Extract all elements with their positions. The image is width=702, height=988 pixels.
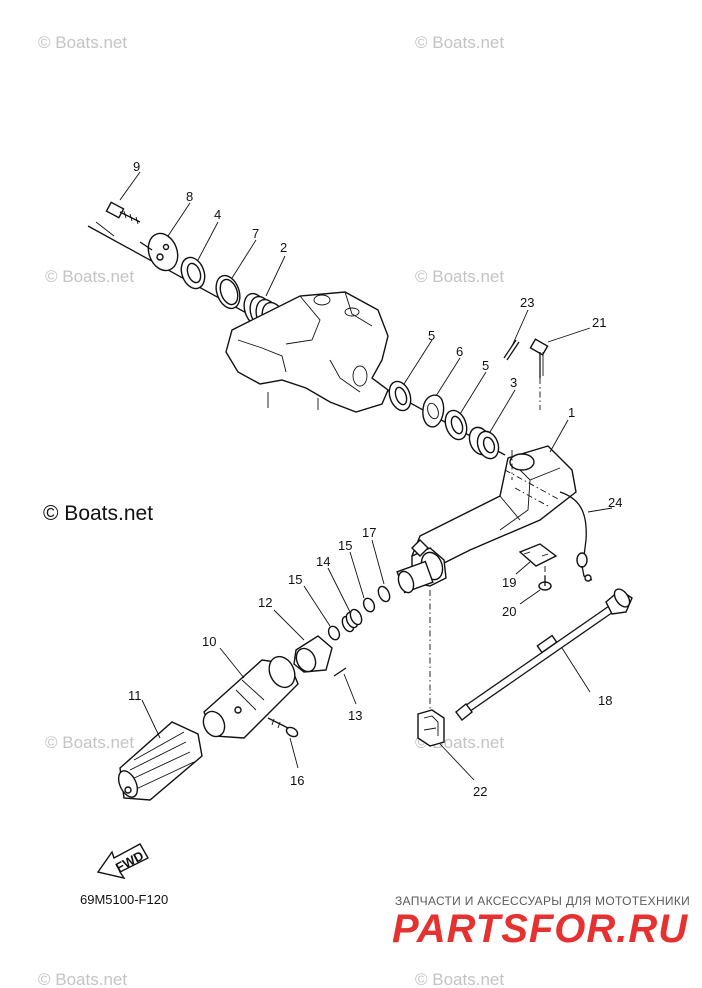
screw-part-16 [267, 717, 299, 738]
screw-part-13 [333, 667, 347, 677]
diagram-code: 69M5100-F120 [80, 892, 168, 907]
callout-15: 15 [338, 538, 352, 553]
callout-16: 16 [290, 773, 304, 788]
callout-17: 17 [362, 525, 376, 540]
callout-12: 12 [258, 595, 272, 610]
grip-body-part-10 [202, 655, 299, 739]
watermark: © Boats.net [415, 267, 504, 286]
watermark: © Boats.net [45, 267, 134, 286]
callout-7: 7 [252, 226, 259, 241]
watermark-prominent: © Boats.net [43, 502, 153, 525]
tiller-handle-part-1 [396, 445, 577, 594]
washer-part-15 [362, 597, 376, 613]
callout-21: 21 [592, 315, 606, 330]
watermark: © Boats.net [38, 33, 127, 52]
callout-18: 18 [598, 693, 612, 708]
callout-11: 11 [128, 688, 142, 703]
watermark-layer: © Boats.net © Boats.net © Boats.net © Bo… [38, 33, 504, 988]
callout-9: 9 [133, 159, 140, 174]
cable-end [95, 221, 115, 237]
callout-5: 5 [482, 358, 489, 373]
callout-5: 5 [428, 328, 435, 343]
callout-2: 2 [280, 240, 287, 255]
callout-14: 14 [316, 554, 330, 569]
callout-15: 15 [288, 572, 302, 587]
callout-labels: 1 2 3 4 5 5 6 7 8 9 10 11 12 13 14 15 15… [128, 159, 622, 799]
callout-4: 4 [214, 207, 221, 222]
watermark: © Boats.net [415, 33, 504, 52]
pin-part-23 [503, 339, 520, 361]
fwd-arrow-icon: FWD [96, 843, 149, 880]
washer-part-5 [388, 380, 412, 412]
callout-19: 19 [502, 575, 516, 590]
friction-piece-part-12 [293, 635, 333, 673]
callout-23: 23 [520, 295, 534, 310]
callout-13: 13 [348, 708, 362, 723]
callout-20: 20 [502, 604, 516, 619]
bushing-part-3 [468, 426, 500, 460]
vendor-brand: PARTSFOR.RU [392, 907, 688, 951]
throttle-shaft-part-18 [455, 588, 633, 721]
callout-24: 24 [608, 495, 622, 510]
washer-part-15 [327, 625, 341, 641]
callout-1: 1 [568, 405, 575, 420]
callout-22: 22 [473, 784, 487, 799]
plate-part-8 [139, 232, 179, 272]
spring-part-14 [341, 608, 363, 633]
watermark: © Boats.net [45, 733, 134, 752]
vendor-tagline: ЗАПЧАСТИ И АКСЕССУАРЫ ДЛЯ МОТОТЕХНИКИ [395, 894, 690, 908]
bolt-part-9 [105, 201, 141, 225]
clip-part-22 [417, 709, 445, 747]
callout-3: 3 [510, 375, 517, 390]
fwd-label: FWD [113, 848, 146, 875]
ring-part-4 [180, 256, 206, 290]
vendor-logo: ЗАПЧАСТИ И АКСЕССУАРЫ ДЛЯ МОТОТЕХНИКИ PA… [392, 894, 690, 951]
callout-8: 8 [186, 189, 193, 204]
o-ring-part-7 [215, 274, 241, 310]
callout-6: 6 [456, 344, 463, 359]
watermark: © Boats.net [415, 970, 504, 988]
washer-part-5 [444, 409, 468, 441]
wave-washer-part-6 [422, 394, 445, 428]
collar-part-17 [377, 585, 391, 603]
grip-part-11 [117, 721, 203, 801]
steering-bracket [225, 291, 389, 413]
plate-part-19 [518, 543, 558, 567]
cable-part-24 [559, 491, 593, 582]
callout-10: 10 [202, 634, 216, 649]
screw-part-20 [538, 576, 552, 591]
watermark: © Boats.net [38, 970, 127, 988]
leader-lines [119, 171, 613, 781]
pin-part-21 [529, 338, 549, 378]
